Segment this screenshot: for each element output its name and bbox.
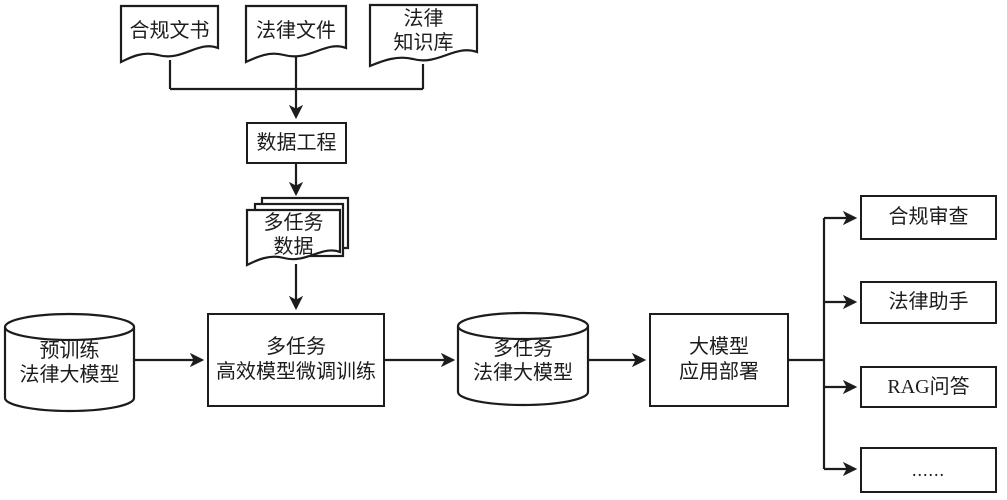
cylinder-pretrained-body [3, 327, 136, 413]
document-shape-compliance [119, 4, 220, 64]
cylinder-multitask-body [456, 326, 590, 407]
document-shape-knowledge-base [368, 3, 479, 68]
app-box-compliance-review: 合规审查 [860, 195, 997, 240]
data-engineering-box: 数据工程 [246, 122, 347, 164]
stacked-page-front [245, 208, 342, 267]
finetune-training-box: 多任务 高效模型微调训练 [207, 313, 385, 407]
cylinder-multitask-top [456, 311, 590, 341]
document-shape-legal-files [244, 4, 348, 64]
deployment-box: 大模型 应用部署 [649, 313, 789, 407]
app-box-legal-assistant: 法律助手 [860, 281, 997, 324]
cylinder-pretrained-top [3, 312, 136, 342]
app-box-rag-qa: RAG问答 [860, 366, 997, 408]
app-box-more: ...... [860, 447, 997, 493]
